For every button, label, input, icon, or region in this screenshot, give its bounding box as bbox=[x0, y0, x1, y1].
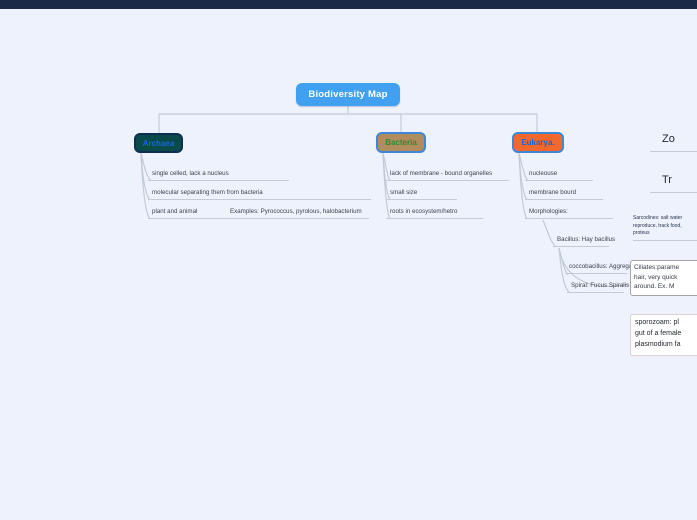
right-node-sporozoam-box[interactable]: sporozoam: pl gut of a female plasmodium… bbox=[630, 314, 697, 356]
archaea-node-label: Archaea bbox=[142, 138, 175, 148]
root-node-biodiversity-map[interactable]: Biodiversity Map bbox=[296, 83, 400, 106]
leaf-text: lack of membrane - bound organelles bbox=[390, 170, 493, 177]
branch-node-archaea[interactable]: Archaea bbox=[134, 133, 183, 153]
root-node-label: Biodiversity Map bbox=[308, 89, 388, 100]
sporozoam-line: plasmodium fa bbox=[635, 340, 681, 348]
right-node-zo-clipped[interactable]: Zo bbox=[650, 133, 697, 152]
ciliates-line: hair, very quick bbox=[634, 273, 678, 281]
archaea-child-single-celled[interactable]: single celled, lack a nucleus bbox=[148, 170, 289, 181]
right-node-ciliates-box[interactable]: Ciliates:parame hair, very quick around.… bbox=[630, 260, 697, 296]
leaf-text: Bacillus: Hay bacillus bbox=[557, 236, 616, 243]
sarcodines-line: proteus bbox=[633, 230, 650, 237]
leaf-text: single celled, lack a nucleus bbox=[152, 170, 229, 177]
bacteria-child-small-size[interactable]: small size bbox=[386, 189, 457, 200]
eukarya-node-label: Eukarya. bbox=[521, 138, 555, 147]
leaf-text: membrane bourd bbox=[529, 189, 577, 196]
window-top-bar bbox=[0, 0, 697, 9]
leaf-text: nucleouse bbox=[529, 170, 558, 177]
right-node-tr-clipped[interactable]: Tr bbox=[650, 174, 697, 193]
branch-node-eukarya[interactable]: Eukarya. bbox=[512, 132, 564, 153]
eukarya-child-nucleouse[interactable]: nucleouse bbox=[525, 170, 593, 181]
bacteria-child-roots-ecosystem[interactable]: roots in ecosystem/hetro bbox=[386, 208, 483, 219]
sarcodines-line: reproduce, track food, bbox=[633, 222, 682, 229]
bacteria-node-label: Bacteria bbox=[385, 138, 417, 147]
leaf-text: small size bbox=[390, 189, 418, 196]
sporozoam-line: gut of a female bbox=[635, 329, 682, 337]
leaf-text: Spiral: Fucus Spiralis bbox=[571, 282, 630, 289]
leaf-text: coccobacillus: Aggrega bbox=[569, 263, 633, 270]
archaea-examples-annotation[interactable]: Examples: Pyrococcus, pyrolous, halobact… bbox=[230, 208, 362, 215]
bacteria-child-lack-of-membrane[interactable]: lack of membrane - bound organelles bbox=[386, 170, 509, 181]
morphology-bacillus[interactable]: Bacillus: Hay bacillus bbox=[553, 236, 615, 247]
right-node-sarcodines[interactable]: Sarcodines: salt water reproduce, track … bbox=[633, 215, 697, 241]
leaf-text: roots in ecosystem/hetro bbox=[390, 208, 458, 215]
sporozoam-line: sporozoam: pl bbox=[635, 319, 679, 326]
leaf-text: plant and animal bbox=[152, 208, 198, 215]
leaf-text: molecular separating them from bacteria bbox=[152, 189, 263, 196]
leaf-text: Tr bbox=[662, 174, 672, 186]
morphology-spiral[interactable]: Spiral: Fucus Spiralis bbox=[567, 282, 629, 293]
morphology-coccobacillus[interactable]: coccobacillus: Aggrega bbox=[565, 263, 632, 274]
archaea-child-plant-and-animal[interactable]: plant and animal Examples: Pyrococcus, p… bbox=[148, 208, 369, 219]
leaf-text: Zo bbox=[662, 133, 675, 145]
leaf-text: Morphologies: bbox=[529, 208, 568, 215]
eukarya-child-morphologies[interactable]: Morphologies: bbox=[525, 208, 613, 219]
sarcodines-line: Sarcodines: salt water bbox=[633, 215, 683, 221]
ciliates-line: around. Ex. M bbox=[634, 283, 675, 290]
archaea-child-molecular[interactable]: molecular separating them from bacteria bbox=[148, 189, 371, 200]
eukarya-child-membrane-bourd[interactable]: membrane bourd bbox=[525, 189, 603, 200]
branch-node-bacteria[interactable]: Bacteria bbox=[376, 132, 426, 153]
ciliates-line: Ciliates:parame bbox=[634, 264, 680, 271]
